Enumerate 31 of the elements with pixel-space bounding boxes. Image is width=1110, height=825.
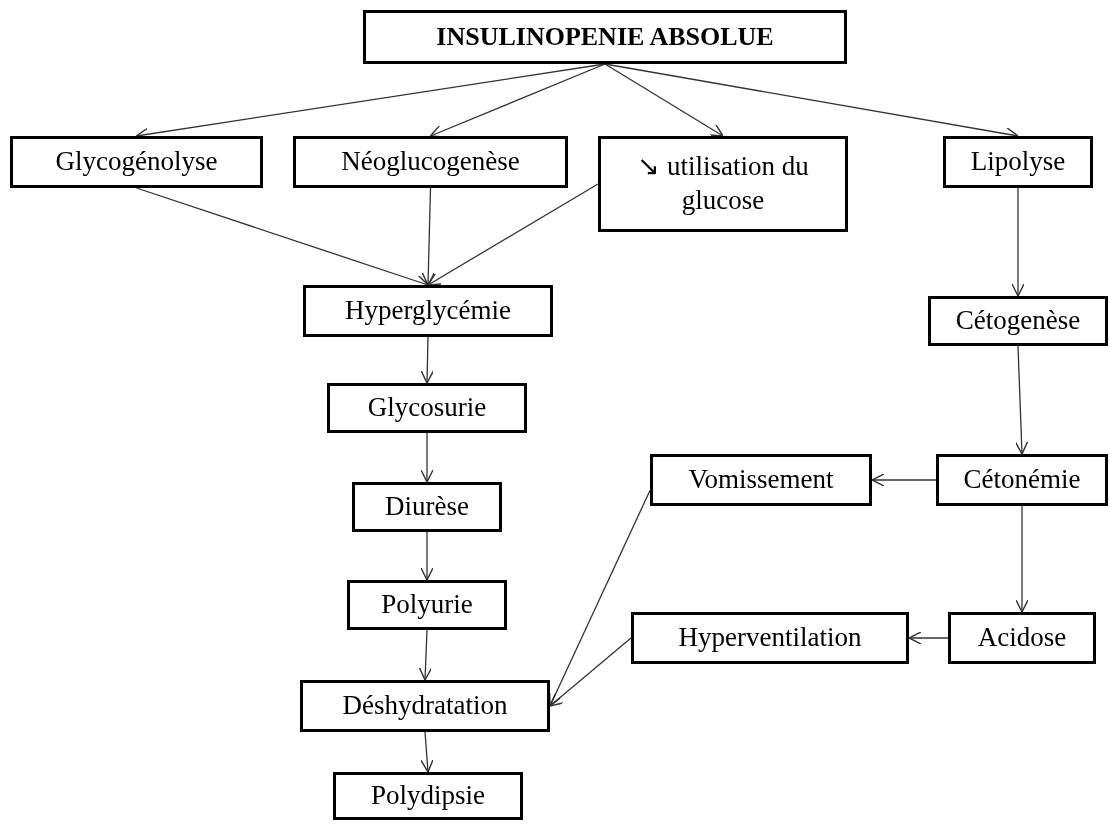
- arrow: [1014, 345, 1029, 455]
- arrow: [418, 629, 433, 681]
- arrow: [871, 473, 937, 487]
- process-box: Glycosurie: [327, 383, 527, 433]
- process-box: Polydipsie: [333, 772, 523, 820]
- process-box: Vomissement: [650, 454, 872, 506]
- process-box: Néoglucogenèse: [293, 136, 568, 188]
- process-box: Glycogénolyse: [10, 136, 263, 188]
- arrow: [429, 63, 606, 138]
- process-box: Cétonémie: [936, 454, 1108, 506]
- arrow: [1015, 505, 1029, 613]
- arrow: [420, 336, 434, 384]
- arrow: [420, 731, 434, 773]
- process-box: Diurèse: [352, 482, 502, 532]
- process-box: Polyurie: [347, 580, 507, 630]
- arrow: [421, 187, 436, 286]
- process-box: Lipolyse: [943, 136, 1093, 188]
- arrow: [420, 432, 434, 483]
- process-box: ↘ utilisation du glucose: [598, 136, 848, 232]
- arrow: [427, 183, 599, 286]
- process-box: Cétogenèse: [928, 296, 1108, 346]
- process-box: Déshydratation: [300, 680, 550, 732]
- process-box: INSULINOPENIE ABSOLUE: [363, 10, 847, 64]
- arrow: [908, 631, 949, 645]
- arrow: [1011, 187, 1025, 297]
- process-box: Acidose: [948, 612, 1096, 664]
- arrow: [549, 637, 632, 707]
- process-box: Hyperglycémie: [303, 285, 553, 337]
- arrow: [604, 63, 724, 137]
- arrow: [420, 531, 434, 581]
- process-box: Hyperventilation: [631, 612, 909, 664]
